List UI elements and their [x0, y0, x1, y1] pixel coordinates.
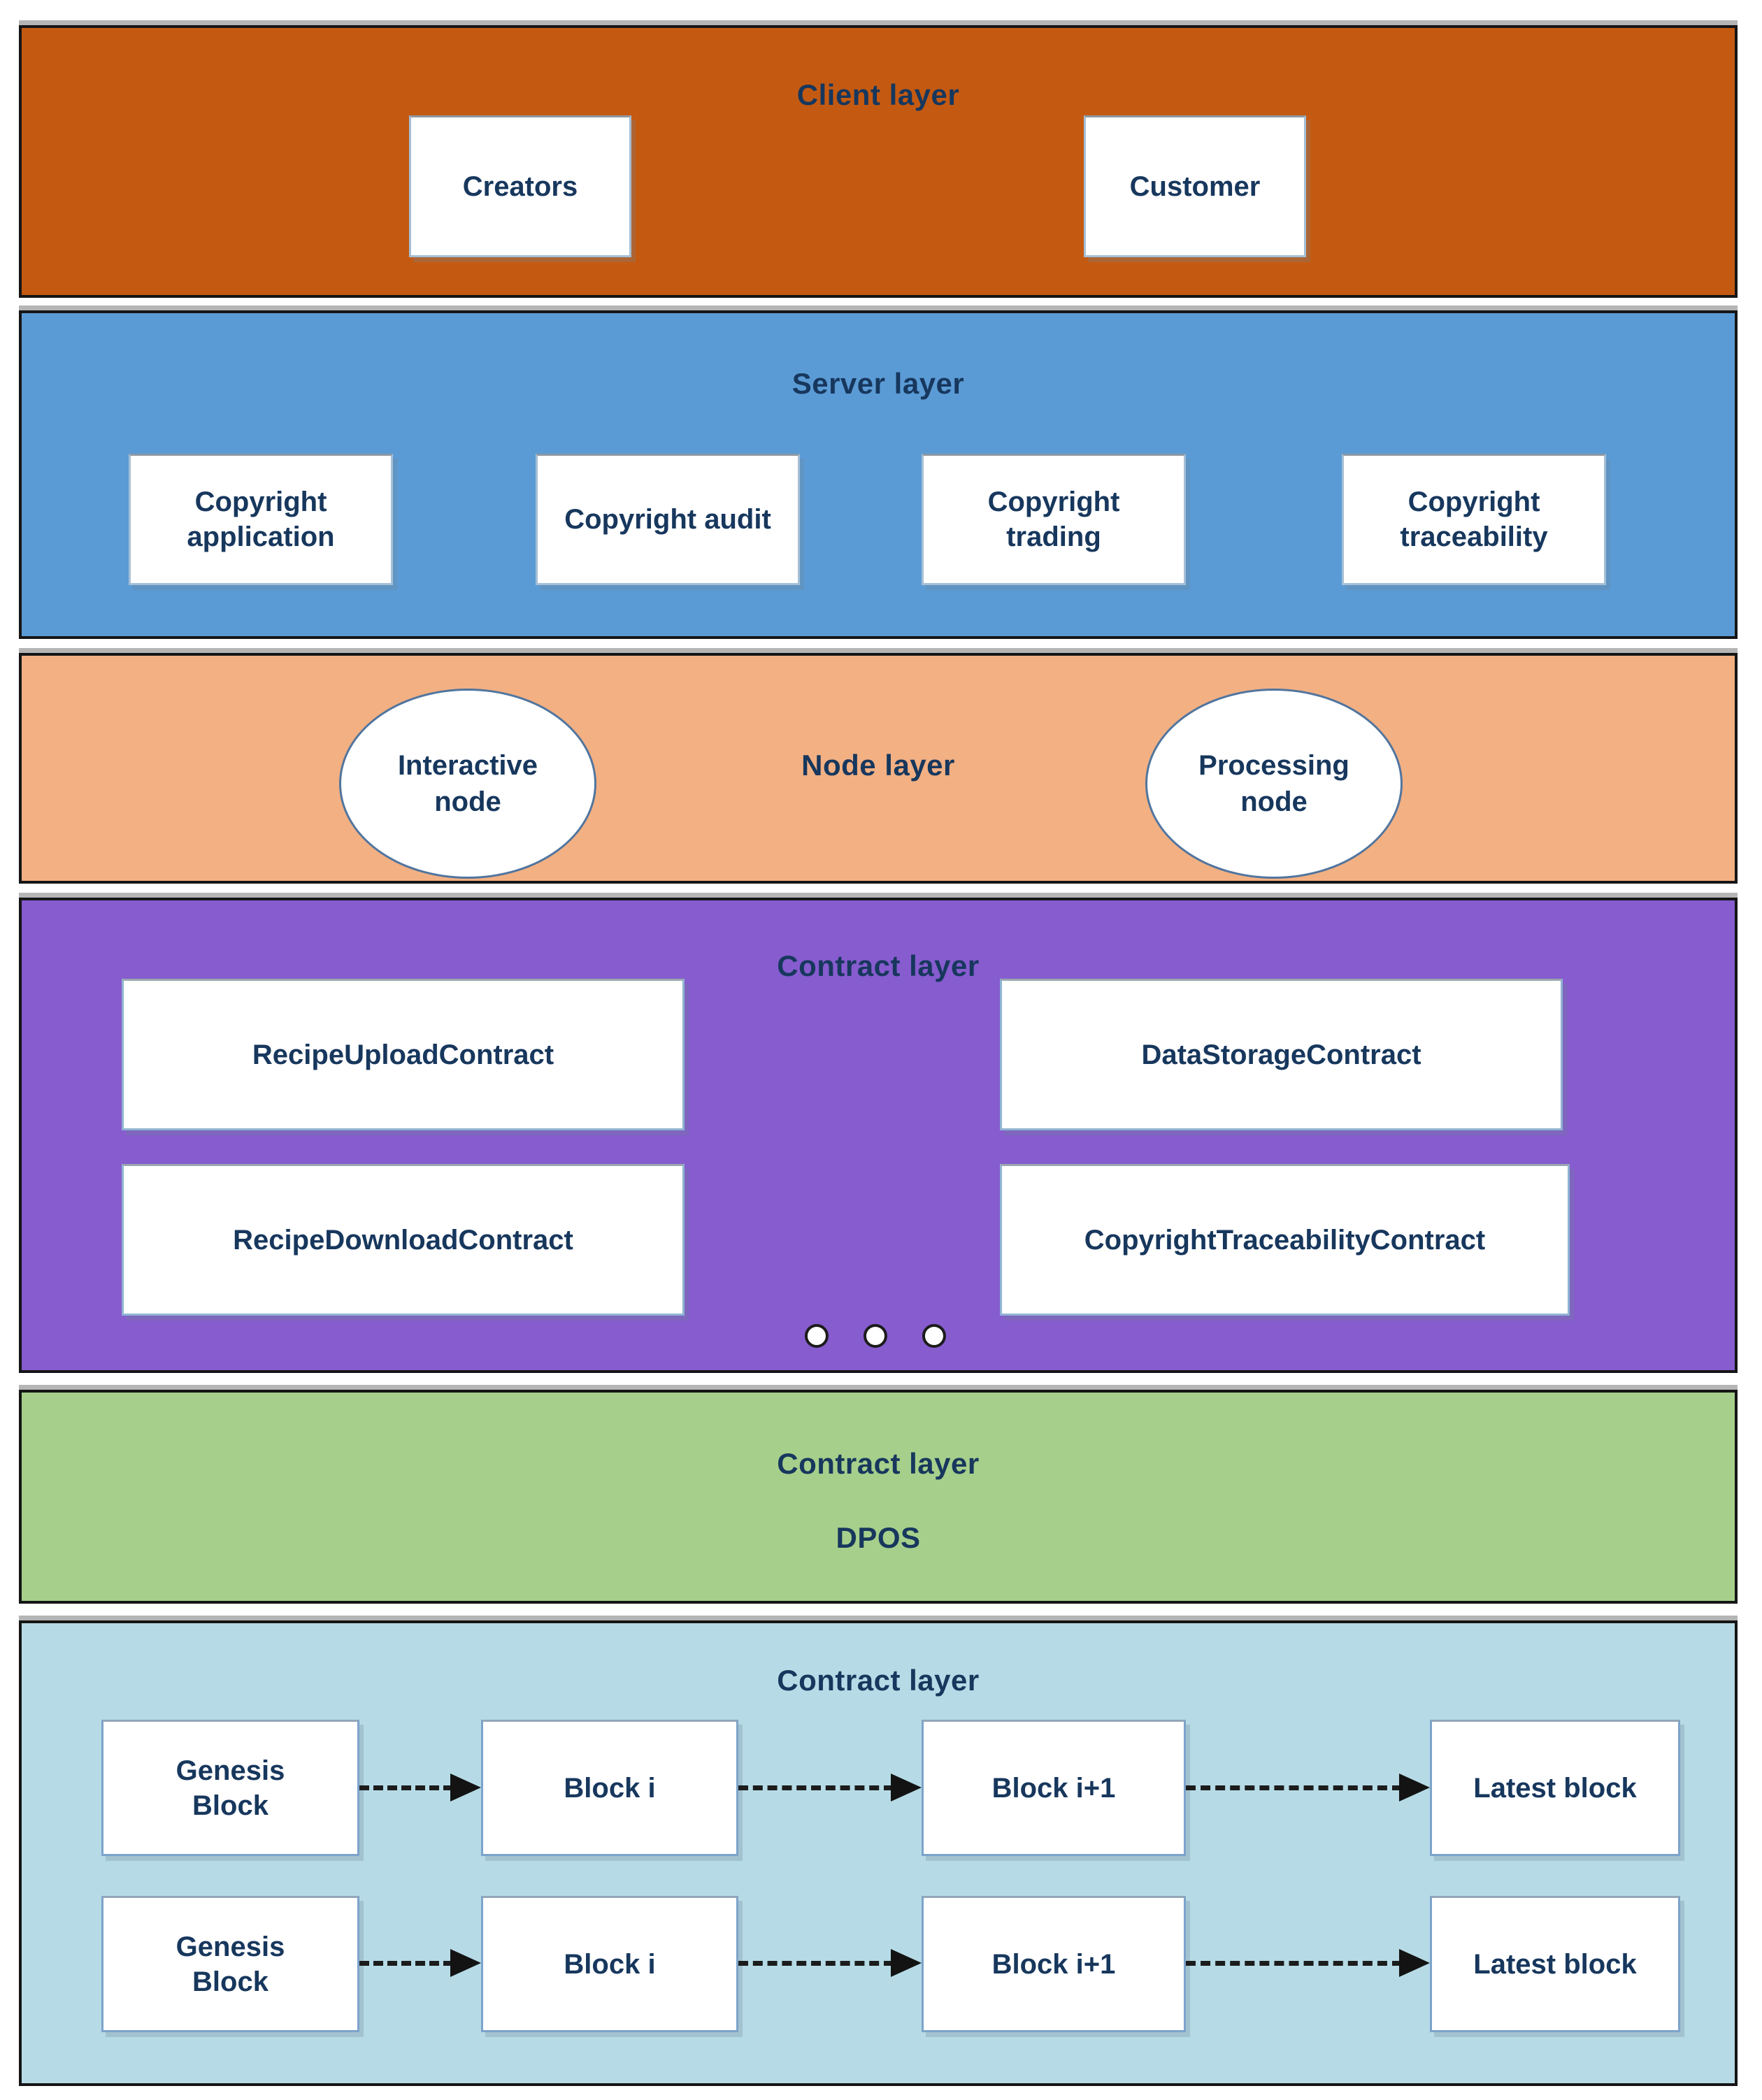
processing-node-ellipse: Processing node — [1145, 689, 1403, 879]
client-layer: Client layer Creators Customer — [19, 25, 1738, 298]
server-layer: Server layer Copyright application Copyr… — [19, 310, 1738, 639]
consensus-layer-title: Contract layer — [777, 1447, 980, 1480]
more-contracts-ellipsis — [804, 1324, 946, 1348]
latest-block-box: Latest block — [1430, 1896, 1680, 2032]
server-layer-title: Server layer — [792, 367, 965, 400]
data-storage-contract-box: DataStorageContract — [1000, 979, 1563, 1130]
latest-block-box: Latest block — [1430, 1720, 1680, 1856]
contract-layer-title: Contract layer — [777, 949, 980, 982]
chain-arrow — [738, 1948, 922, 1978]
chain-arrow — [738, 1772, 922, 1803]
recipe-upload-contract-box: RecipeUploadContract — [122, 979, 685, 1130]
client-layer-title: Client layer — [796, 78, 960, 111]
block-i-box: Block i — [481, 1896, 738, 2032]
block-i-box: Block i — [481, 1720, 738, 1856]
chain-arrow — [359, 1948, 481, 1978]
copyright-traceability-contract-box: CopyrightTraceabilityContract — [1000, 1164, 1570, 1316]
block-i1-box: Block i+1 — [922, 1896, 1186, 2032]
dpos-label: DPOS — [836, 1521, 921, 1554]
contract-layer: Contract layer RecipeUploadContract Data… — [19, 898, 1738, 1373]
interactive-node-ellipse: Interactive node — [339, 689, 596, 879]
copyright-traceability-box: Copyright traceability — [1342, 454, 1606, 585]
node-layer-title: Node layer — [801, 749, 955, 782]
ellipsis-dot — [863, 1324, 887, 1348]
recipe-download-contract-box: RecipeDownloadContract — [122, 1164, 685, 1316]
ellipsis-dot — [922, 1324, 946, 1348]
genesis-block-box: Genesis Block — [101, 1720, 359, 1856]
genesis-block-box: Genesis Block — [101, 1896, 359, 2032]
customer-box: Customer — [1084, 115, 1306, 257]
data-layer: Contract layer Genesis Block Block i Blo… — [19, 1620, 1738, 2086]
chain-arrow — [1186, 1772, 1430, 1803]
consensus-layer: Contract layer DPOS — [19, 1390, 1738, 1604]
copyright-trading-box: Copyright trading — [922, 454, 1186, 585]
data-layer-title: Contract layer — [777, 1664, 980, 1697]
copyright-application-box: Copyright application — [129, 454, 393, 585]
chain-arrow — [359, 1772, 481, 1803]
chain-arrow — [1186, 1948, 1430, 1978]
ellipsis-dot — [804, 1324, 829, 1348]
copyright-audit-box: Copyright audit — [536, 454, 800, 585]
creators-box: Creators — [409, 115, 631, 257]
block-i1-box: Block i+1 — [922, 1720, 1186, 1856]
node-layer: Node layer Interactive node Processing n… — [19, 653, 1738, 884]
